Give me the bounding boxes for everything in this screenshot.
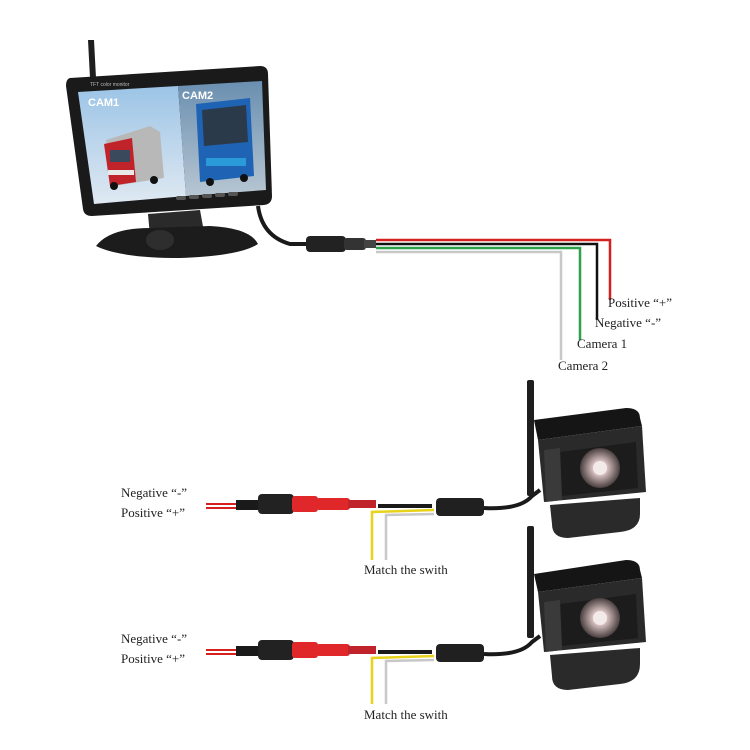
cam1-label-match: Match the swith bbox=[364, 562, 448, 577]
camera-2 bbox=[206, 526, 646, 704]
cam1-label-positive: Positive “+” bbox=[121, 505, 185, 520]
wireless-camera-icon bbox=[527, 380, 646, 538]
monitor-wires bbox=[376, 238, 612, 360]
truck-image bbox=[104, 126, 164, 190]
monitor-buttons bbox=[176, 192, 238, 200]
cam2-label-positive: Positive “+” bbox=[121, 651, 185, 666]
label-positive: Positive “+” bbox=[608, 295, 672, 310]
wireless-camera-icon bbox=[527, 526, 646, 690]
camera-1 bbox=[206, 380, 646, 560]
cam2-label: CAM2 bbox=[182, 90, 213, 102]
red-wire bbox=[376, 238, 612, 300]
bus-image bbox=[196, 98, 254, 186]
monitor-cable bbox=[256, 205, 312, 246]
cam2-label-match: Match the swith bbox=[364, 707, 448, 722]
monitor-brand-text: TFT color monitor bbox=[90, 82, 130, 88]
tft-monitor-icon: TFT color monitor CAM1 CAM2 bbox=[66, 40, 272, 258]
black-wire bbox=[376, 242, 599, 320]
cam1-label-negative: Negative “-” bbox=[121, 485, 187, 500]
monitor-connector bbox=[306, 236, 376, 252]
label-negative: Negative “-” bbox=[595, 315, 661, 330]
label-camera2: Camera 2 bbox=[558, 358, 608, 373]
green-wire bbox=[376, 246, 582, 340]
cam2-label-negative: Negative “-” bbox=[121, 631, 187, 646]
cam1-label: CAM1 bbox=[88, 97, 119, 109]
white-wire bbox=[376, 250, 563, 360]
label-camera1: Camera 1 bbox=[577, 336, 627, 351]
